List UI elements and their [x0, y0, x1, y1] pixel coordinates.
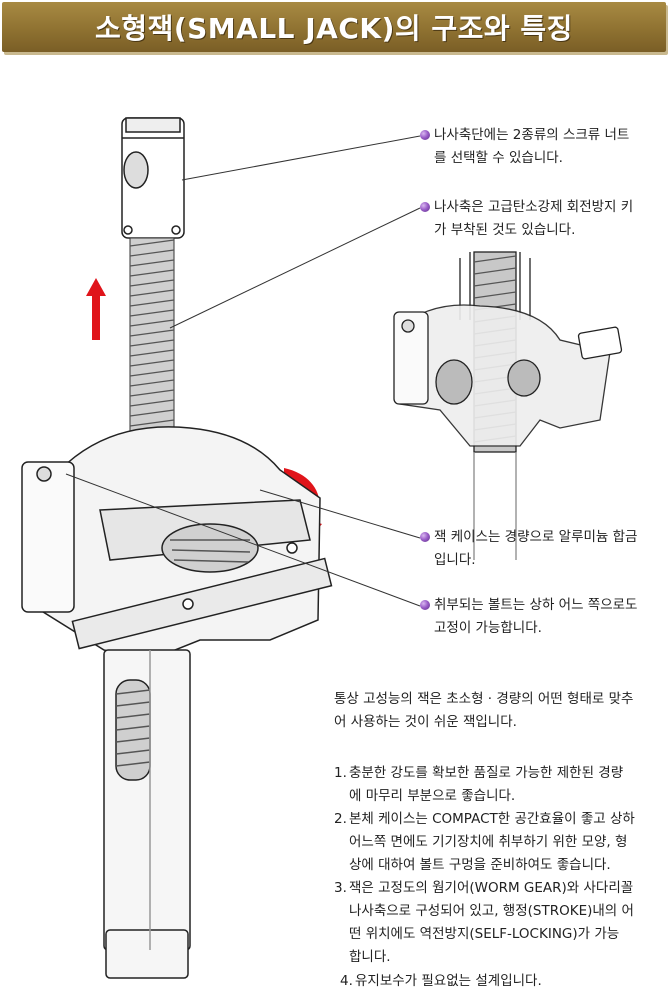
bullet-icon — [420, 532, 430, 542]
feature-line: 나사축으로 구성되어 있고, 행정(STROKE)내의 어 — [349, 903, 634, 919]
callout-line: 고정이 가능합니다. — [434, 620, 542, 636]
feature-item-2: 2. 본체 케이스는 COMPACT한 공간효율이 좋고 상하 어느쪽 면에도 … — [334, 808, 664, 877]
feature-number: 2. — [334, 811, 347, 827]
feature-line: 에 마무리 부분으로 좋습니다. — [349, 788, 516, 804]
feature-line: 떤 위치에도 역전방지(SELF-LOCKING)가 가능 — [349, 926, 620, 942]
callout-line: 를 선택할 수 있습니다. — [434, 150, 563, 166]
feature-line: 어느쪽 면에도 기기장치에 취부하기 위한 모양, 형 — [349, 834, 628, 850]
feature-number: 3. — [334, 880, 347, 896]
bullet-icon — [420, 600, 430, 610]
intro-line: 어 사용하는 것이 쉬운 잭입니다. — [334, 714, 517, 730]
feature-line: 유지보수가 필요없는 설계입니다. — [355, 973, 542, 989]
feature-number: 4. — [340, 973, 353, 989]
protective-tube — [103, 649, 191, 979]
callout-line: 가 부착된 것도 있습니다. — [434, 222, 576, 238]
feature-item-1: 1. 충분한 강도를 확보한 품질로 가능한 제한된 경량 에 마무리 부분으로… — [334, 762, 664, 808]
feature-line: 충분한 강도를 확보한 품질로 가능한 제한된 경량 — [349, 765, 624, 781]
page-title: 소형잭(SMALL JACK)의 구조와 특징 — [95, 12, 573, 45]
feature-item-4: 4. 유지보수가 필요없는 설계입니다. — [340, 970, 664, 993]
feature-item-3: 3. 잭은 고정도의 웜기어(WORM GEAR)와 사다리꼴 나사축으로 구성… — [334, 877, 664, 969]
callout-line: 입니다. — [434, 552, 476, 568]
title-banner: 소형잭(SMALL JACK)의 구조와 특징 — [2, 2, 666, 52]
intro-line: 통상 고성능의 잭은 초소형 · 경량의 어떤 형태로 맞추 — [334, 691, 634, 707]
bullet-icon — [420, 202, 430, 212]
feature-number: 1. — [334, 765, 347, 781]
detail-cutaway — [393, 251, 623, 560]
callout-mounting-bolt: 취부되는 볼트는 상하 어느 쪽으로도 고정이 가능합니다. — [420, 594, 638, 640]
bullet-icon — [420, 130, 430, 140]
callout-jack-case: 잭 케이스는 경량으로 알루미늄 합금 입니다. — [420, 526, 638, 572]
intro-paragraph: 통상 고성능의 잭은 초소형 · 경량의 어떤 형태로 맞추 어 사용하는 것이… — [334, 688, 633, 734]
callout-line: 나사축은 고급탄소강제 회전방지 키 — [434, 199, 634, 215]
callout-screw-nut: 나사축단에는 2종류의 스크류 너트 를 선택할 수 있습니다. — [420, 124, 630, 170]
callout-screw-shaft: 나사축은 고급탄소강제 회전방지 키 가 부착된 것도 있습니다. — [420, 196, 634, 242]
feature-line: 잭은 고정도의 웜기어(WORM GEAR)와 사다리꼴 — [349, 880, 634, 896]
screw-end-connector — [121, 117, 185, 239]
feature-line: 상에 대하여 볼트 구멍을 준비하여도 좋습니다. — [349, 857, 611, 873]
callout-line: 취부되는 볼트는 상하 어느 쪽으로도 — [434, 597, 638, 613]
feature-line: 합니다. — [349, 949, 391, 965]
callout-line: 나사축단에는 2종류의 스크류 너트 — [434, 127, 630, 143]
feature-line: 본체 케이스는 COMPACT한 공간효율이 좋고 상하 — [349, 811, 635, 827]
leader-lines — [65, 135, 421, 607]
callout-line: 잭 케이스는 경량으로 알루미늄 합금 — [434, 529, 638, 545]
jack-housing — [21, 426, 333, 661]
